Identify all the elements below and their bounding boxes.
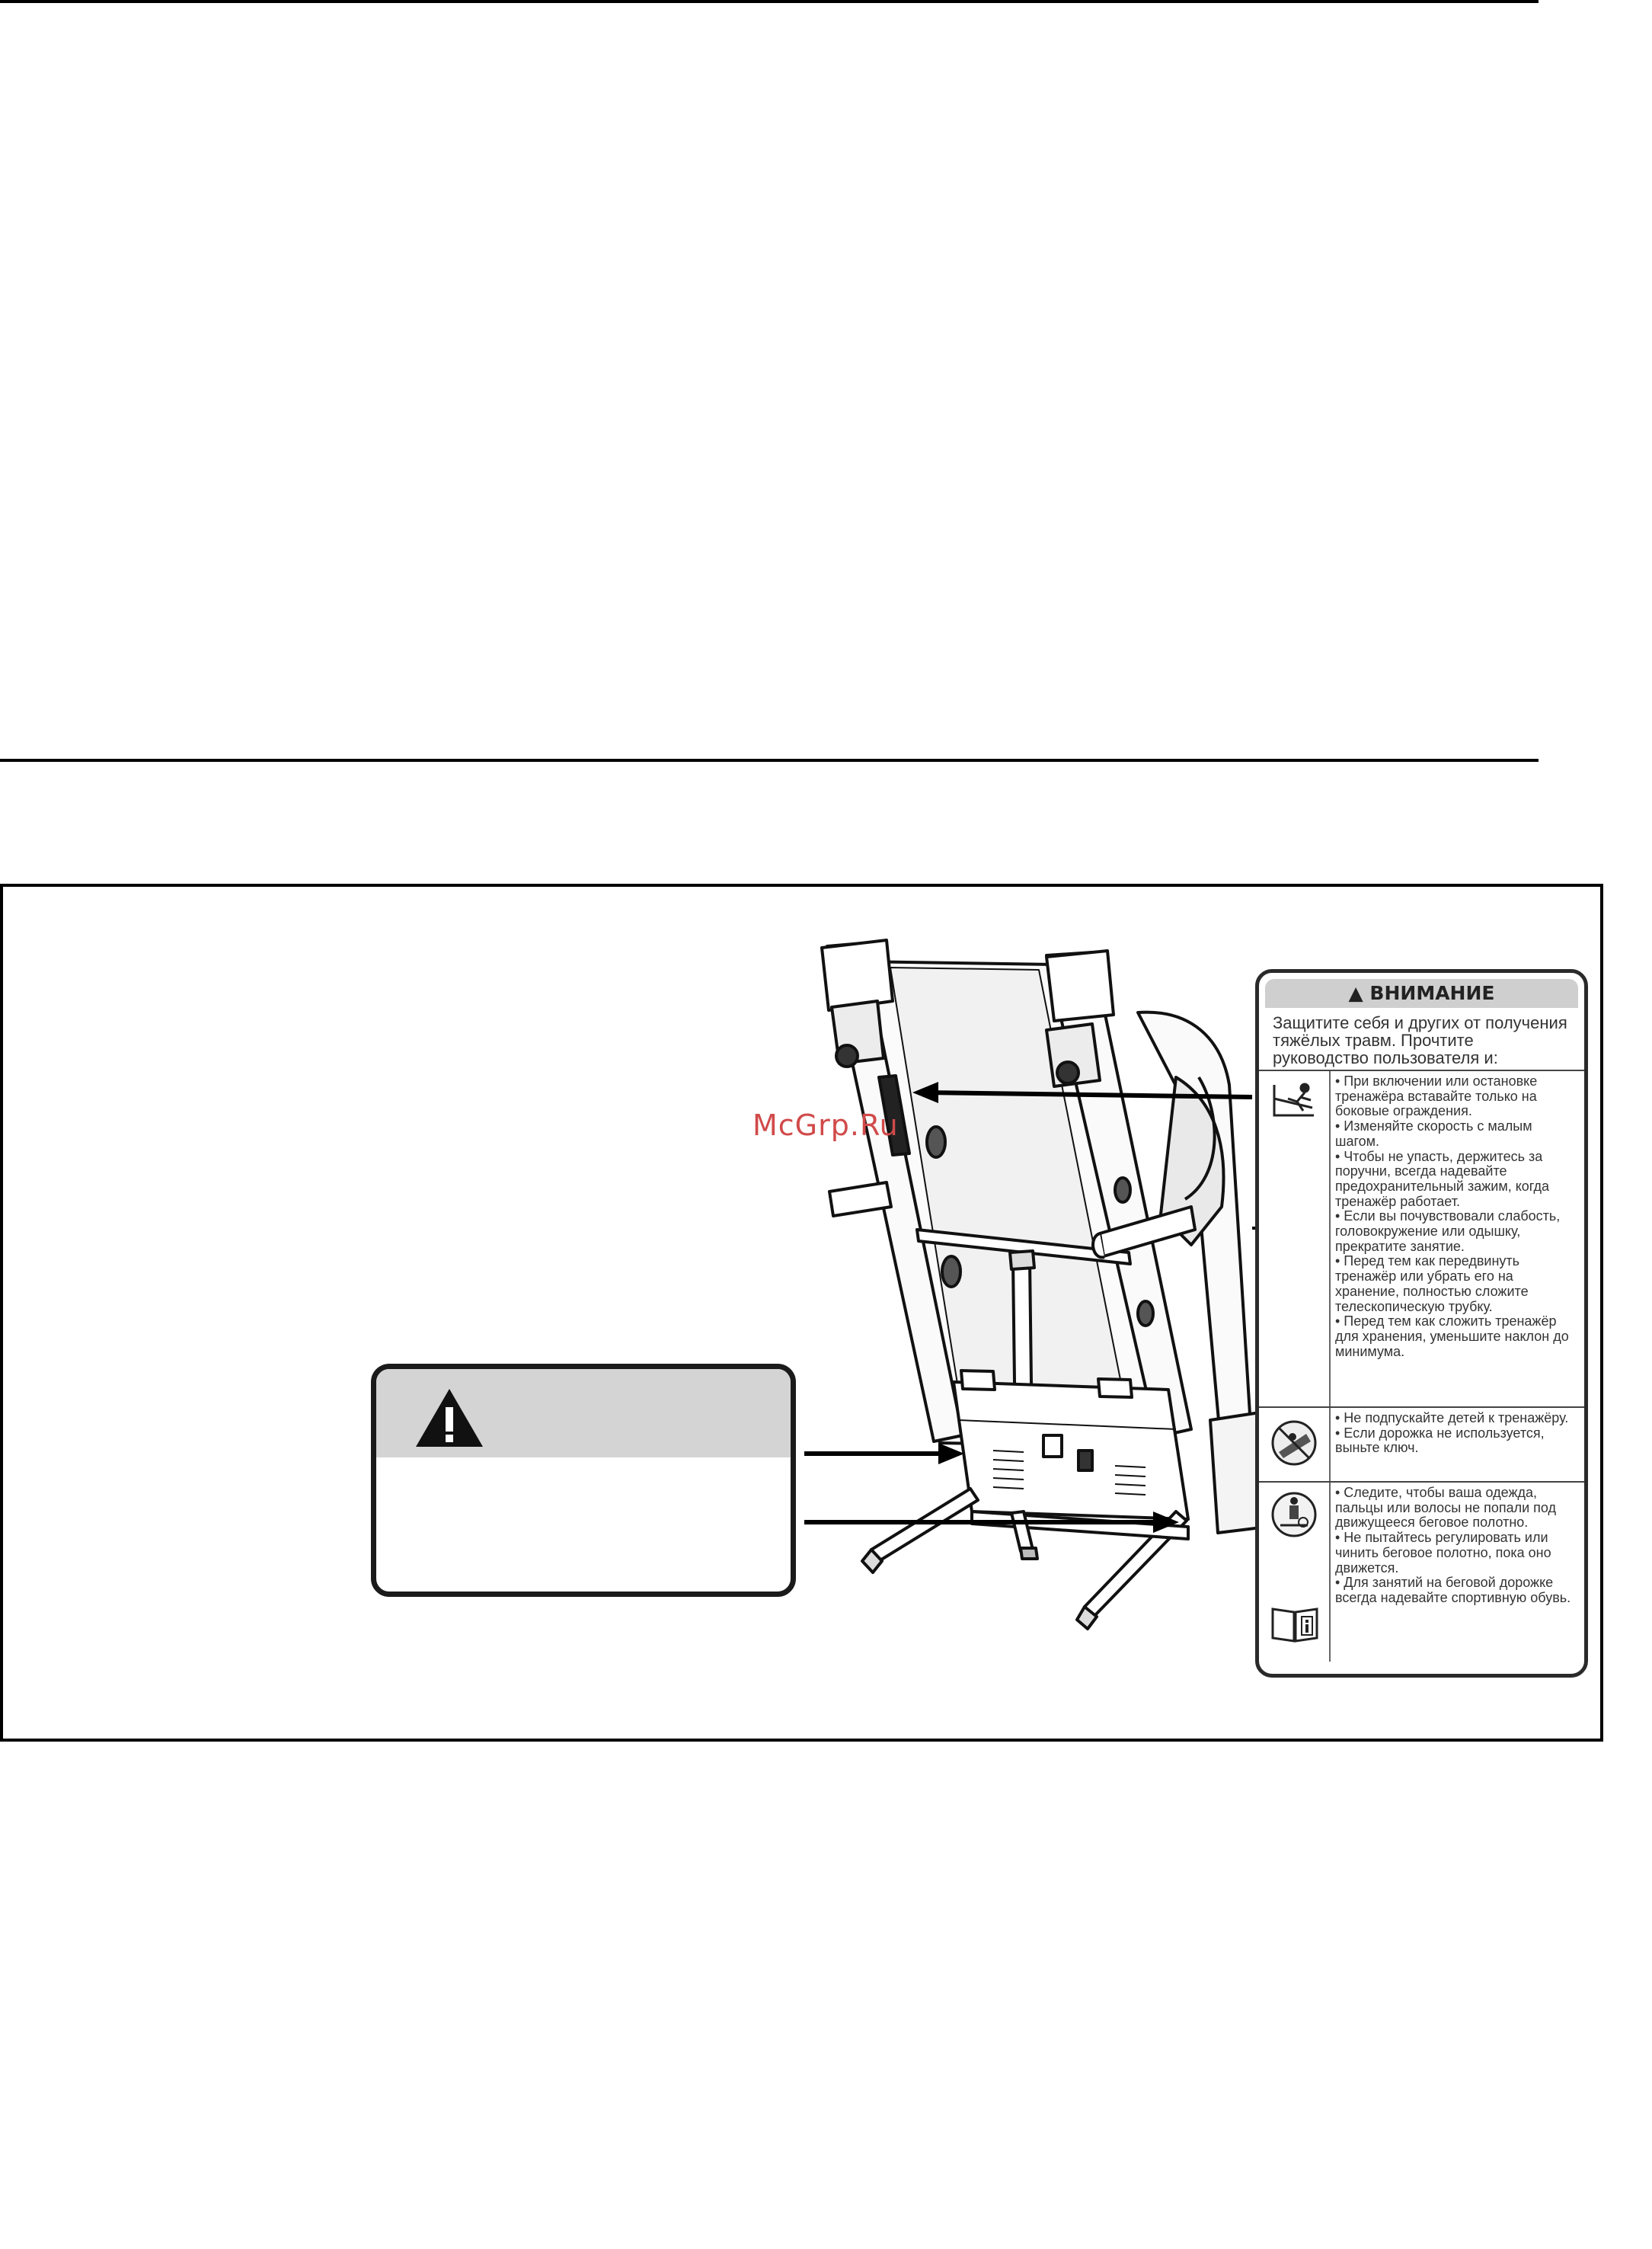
base-frame	[861, 1487, 1190, 1630]
label-item: • При включении или останов­ке тренажёра…	[1335, 1073, 1538, 1119]
caution-label: ▲ ВНИМАНИЕ Защитите себя и других от пол…	[1255, 969, 1588, 1678]
read-manual-icon	[1271, 1608, 1318, 1643]
label-item: • Перед тем как передвинуть тренажёр или…	[1335, 1253, 1529, 1314]
label-item: • Если дорожка не использу­ется, выньте …	[1335, 1425, 1545, 1456]
label-item: • Перед тем как сложить тре­нажёр для хр…	[1335, 1313, 1569, 1359]
motor-hood	[952, 1369, 1190, 1521]
label-item: • Если вы почувствовали сла­бость, голов…	[1335, 1208, 1561, 1254]
top-rule	[0, 0, 1539, 3]
caution-label-intro: Защитите себя и других от получения тяжё…	[1259, 1008, 1584, 1071]
treadmill-deck	[820, 939, 1193, 1505]
label-section-1-text: • При включении или останов­ке тренажёра…	[1331, 1071, 1584, 1406]
no-children-icon	[1271, 1420, 1317, 1466]
label-item: • Чтобы не упасть, держитесь за поручни,…	[1335, 1148, 1550, 1209]
label-item: • Для занятий на беговой до­рожке всегда…	[1335, 1575, 1571, 1605]
fall-hazard-icon	[1273, 1083, 1314, 1117]
warning-sticker-header	[376, 1369, 791, 1457]
treadmill-upright	[1091, 1010, 1269, 1534]
caution-label-heading: ▲ ВНИМАНИЕ	[1265, 979, 1578, 1008]
label-section-2: • Не подпускайте детей к тре­нажёру. • Е…	[1259, 1408, 1584, 1483]
callout-arrows	[804, 1082, 1258, 1533]
treadmill-diagram	[804, 939, 1269, 1630]
label-item: • Не пытайтесь регулировать или чинить б…	[1335, 1530, 1551, 1576]
label-section-1: • При включении или останов­ке тренажёра…	[1259, 1071, 1584, 1408]
warning-triangle-icon	[416, 1389, 483, 1447]
label-section-2-text: • Не подпускайте детей к тре­нажёру. • Е…	[1331, 1408, 1584, 1481]
label-section-3: • Следите, чтобы ваша одеж­да, пальцы ил…	[1259, 1483, 1584, 1662]
label-item: • Не подпускайте детей к тре­нажёру.	[1335, 1410, 1569, 1425]
watermark-text: McGrp.Ru	[753, 1109, 899, 1142]
warning-sticker	[371, 1364, 796, 1597]
label-section-3-text: • Следите, чтобы ваша одеж­да, пальцы ил…	[1331, 1483, 1584, 1662]
label-item: • Изменяйте скорость с малым шагом.	[1335, 1118, 1532, 1149]
label-item: • Следите, чтобы ваша одеж­да, пальцы ил…	[1335, 1485, 1557, 1531]
entanglement-icon	[1271, 1492, 1317, 1537]
middle-rule	[0, 759, 1539, 762]
